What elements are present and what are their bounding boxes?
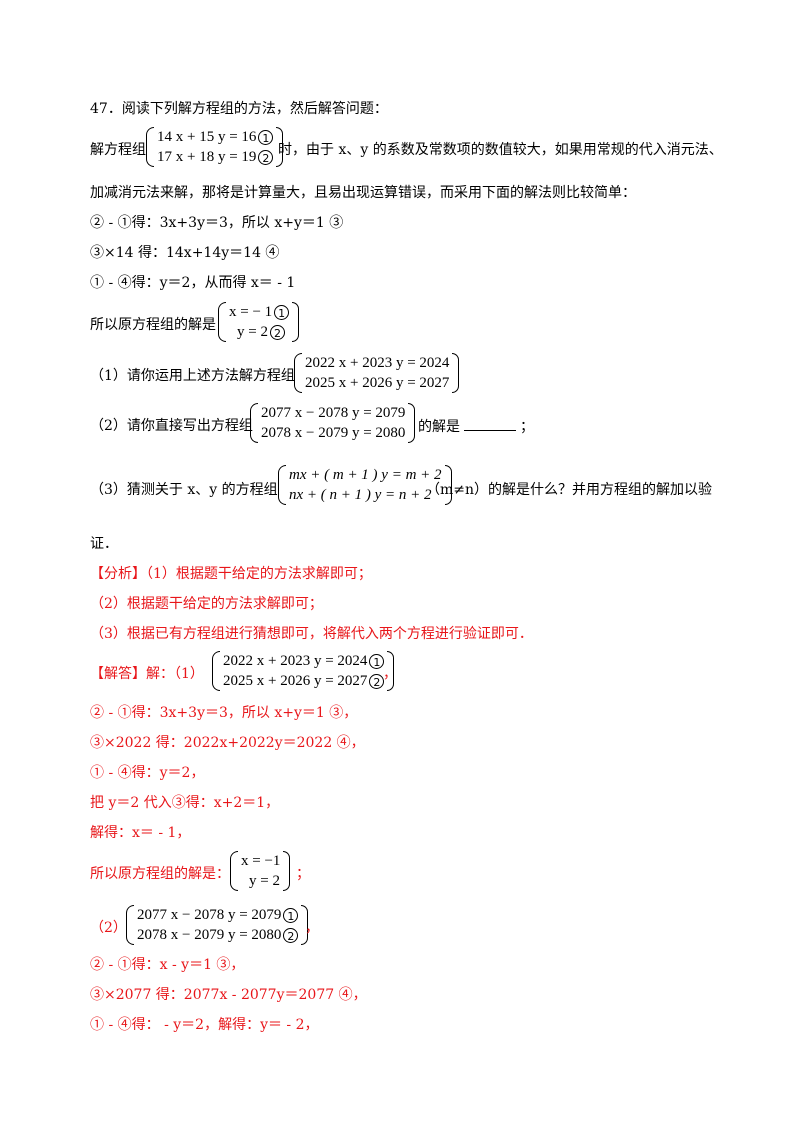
part2-suffix-text: 的解是 [418,419,460,435]
answer1-comma: ， [383,666,397,682]
solve-prefix: 解方程组 [90,142,146,158]
part1-eq1: 2022 x + 2023 y = 2024 [305,355,450,371]
answer-solution-x: x = −1 [241,853,281,869]
answer-solution-y: y = 2 [249,873,280,889]
solution-x: x = − 1 [229,304,273,320]
analysis-text-1: （1）根据题干给定的方法求解即可； [146,566,372,582]
example-step-2: ③×14 得：14x+14y＝14 ④ [90,245,280,261]
answer-solution-suffix: ； [296,866,310,882]
part3-prefix: （3）猜测关于 x、y 的方程组 [90,482,278,498]
answer-step-3: ① - ④得：y＝2， [90,765,205,781]
answer2-step-2: ③×2077 得：2077x - 2077y＝2077 ④， [90,987,367,1003]
answer2-eq2: 2078 x − 2079 y = 2080 [137,927,282,943]
solve-suffix: 时，由于 x、y 的系数及常数项的数值较大，如果用常规的代入消元法、 [278,142,723,158]
answer2-step-1: ② - ①得：x - y＝1 ③， [90,957,245,973]
equation-system-part1: 2022 x + 2023 y = 2024 2025 x + 2026 y =… [294,353,460,393]
circled-number-2: 2 [369,674,385,690]
method-description: 加减消元法来解，那将是计算量大，且易出现运算错误，而采用下面的解法则比较简单： [90,185,636,201]
solution-y: y = 2 [237,324,268,340]
circled-number-1: 1 [258,130,274,146]
circled-number-2: 2 [283,928,299,944]
answer-prefix-line: 【解答】解：（1） [90,664,204,684]
answer2-step-3: ① - ④得： - y＝2，解得：y＝ - 2， [90,1017,319,1033]
circled-number-1: 1 [283,908,299,924]
answer1-eq1: 2022 x + 2023 y = 2024 [223,653,368,669]
part2-eq2: 2078 x − 2079 y = 2080 [261,425,406,441]
main-eq1: 14 x + 15 y = 16 [157,129,257,145]
answer-prefix: 解：（1） [146,666,204,682]
question-intro: 47．阅读下列解方程组的方法，然后解答问题： [90,101,388,117]
equation-system-part3: mx + ( m + 1 ) y = m + 2 nx + ( n + 1 ) … [278,465,452,505]
analysis-line-2: （2）根据题干给定的方法求解即可； [90,596,323,612]
part3-continuation: 证． [90,536,118,552]
part2-eq1: 2077 x − 2078 y = 2079 [261,405,406,421]
answer-step-5: 解得：x＝ - 1， [90,825,191,841]
answer-solution-system: x = −1 y = 2 [230,851,291,891]
answer2-prefix: （2） [90,920,127,936]
part3-suffix: （m≠n）的解是什么？并用方程组的解加以验 [426,482,713,498]
answer1-eq2: 2025 x + 2026 y = 2027 [223,673,368,689]
analysis-tag: 【分析】 [90,566,146,582]
answer-tag: 【解答】 [90,666,146,682]
circled-number-2: 2 [269,325,285,341]
circled-number-1: 1 [274,305,290,321]
equation-system-part2: 2077 x − 2078 y = 2079 2078 x − 2079 y =… [250,403,416,443]
part3-eq1: mx + ( m + 1 ) y = m + 2 [289,467,442,483]
main-eq2: 17 x + 18 y = 19 [157,149,257,165]
answer-step-1: ② - ①得：3x+3y＝3，所以 x+y＝1 ③， [90,705,358,721]
example-step-3: ① - ④得：y＝2，从而得 x＝ - 1 [90,275,296,291]
answer2-comma: ， [305,920,319,936]
answer-step-2: ③×2022 得：2022x+2022y＝2022 ④， [90,735,365,751]
left-brace [146,127,154,167]
part1-prefix: （1）请你运用上述方法解方程组 [90,368,295,384]
analysis-line-3: （3）根据已有方程组进行猜想即可，将解代入两个方程进行验证即可． [90,626,533,642]
answer-solution-prefix: 所以原方程组的解是： [90,866,230,882]
part1-eq2: 2025 x + 2026 y = 2027 [305,375,450,391]
answer-step-4: 把 y＝2 代入③得：x+2＝1， [90,795,280,811]
part2-suffix: 的解是 ； [418,416,534,437]
original-solution-prefix: 所以原方程组的解是 [90,317,216,333]
circled-number-1: 1 [369,654,385,670]
part2-end: ； [520,419,534,435]
example-step-1: ② - ①得：3x+3y＝3，所以 x+y＝1 ③ [90,215,344,231]
answer-blank[interactable] [464,416,516,431]
circled-number-2: 2 [258,150,274,166]
analysis-line-1: 【分析】（1）根据题干给定的方法求解即可； [90,564,372,584]
part2-prefix: （2）请你直接写出方程组 [90,418,253,434]
part3-eq2: nx + ( n + 1 ) y = n + 2 [289,487,432,503]
answer2-eq1: 2077 x − 2078 y = 2079 [137,907,282,923]
